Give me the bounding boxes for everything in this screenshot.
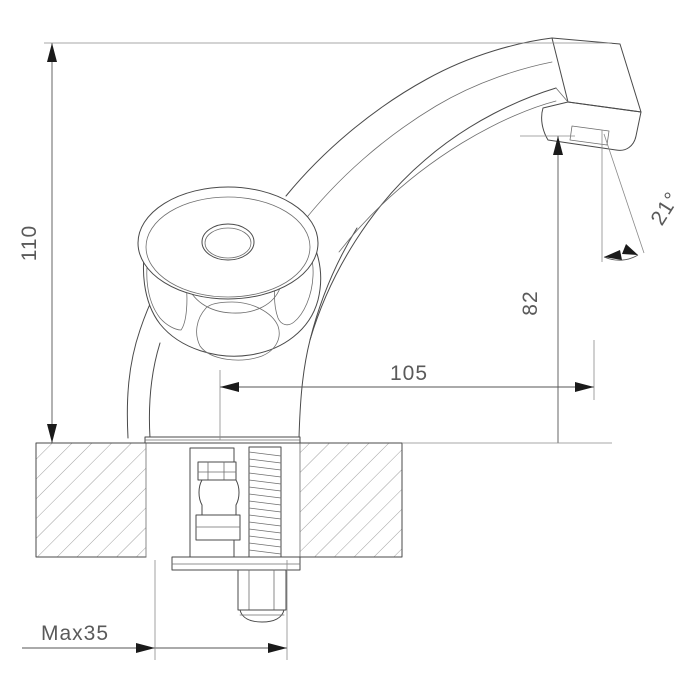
counter-hatch-right [300,443,402,557]
hex-nut [237,569,287,611]
handle-centre-cap-inner [204,227,252,259]
dim-82-arrow-top [553,136,563,155]
dim-21-arrow-end [622,244,638,255]
body-left-inner-profile [148,342,161,439]
dim-21-arrow-start [604,250,622,260]
aerator-collar [541,101,642,151]
shank-collar-upper-lines [197,461,237,481]
shank-collar-lower [195,514,241,541]
aerator-upper-block [551,37,642,113]
dim-21-angled-ref [603,133,645,254]
handle-top-cap-inner [145,196,311,298]
dim-110-arrow-top [47,43,57,62]
handle-skirt-inner [185,281,281,314]
counter-hatch-left [36,443,146,557]
hex-nut-flats [248,569,275,611]
hex-nut-assembly [171,556,301,623]
dim-105-arrow-right [575,382,594,392]
dim-82-label: 82 [519,290,542,315]
spout-topside [285,37,553,197]
dim-max35-label: Max35 [41,622,109,645]
spout-outlet-aerator [541,37,642,151]
dimension-height-total: 110 [18,42,612,443]
spout-lower-detail [338,100,557,253]
dimension-spout-reach: 105 [219,340,595,440]
shank-collar-upper [197,461,237,481]
dim-21-label: 21° [647,188,685,230]
star-valve-handle [137,186,322,361]
dimension-spout-height: 82 [402,135,612,444]
handle-centre-cap [201,223,255,261]
dim-105-label: 105 [390,362,428,385]
base-flange [144,436,301,444]
dim-max35-arrow-right [268,643,287,653]
dim-105-arrow-left [220,382,239,392]
dim-110-label: 110 [18,225,41,261]
handle-lobe-bottom [196,301,280,361]
counter-bore-edges [145,442,301,558]
hex-nut-chamfer [239,609,285,623]
dim-21-arc [603,254,639,261]
counter-top-section [35,442,403,558]
thread-crests [248,451,282,555]
spout-mid-detail [299,61,553,227]
dim-110-arrow-bottom [47,424,57,443]
counter-outline [35,442,403,558]
dimension-max-thickness: Max35 [22,560,288,660]
aerator-edge [555,87,569,103]
shank-barrel [198,479,240,516]
spout-underside [309,87,557,341]
threaded-shank-assembly [189,446,282,558]
aerator-face-detail [569,125,610,146]
washer [171,556,301,571]
dim-max35-arrow-left [136,643,155,653]
